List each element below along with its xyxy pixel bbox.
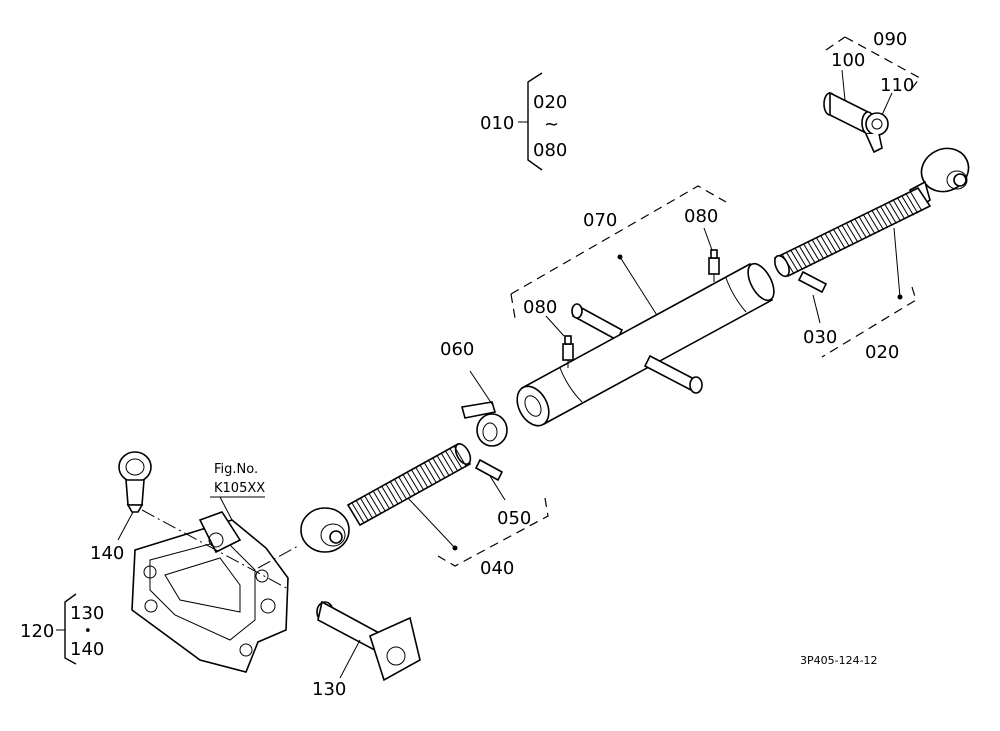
drawing-number: 3P405-124-12 <box>800 654 878 667</box>
callout-050: 050 <box>497 508 531 529</box>
dashed-group-070 <box>510 185 727 295</box>
callout-080-upper: 080 <box>684 206 718 227</box>
callout-090: 090 <box>873 29 907 50</box>
callout-080-lower: 080 <box>523 297 557 318</box>
callout-group-130: 130 <box>70 603 104 624</box>
figure-ref-line1: Fig.No. <box>214 462 258 477</box>
part-110-clip <box>865 92 893 154</box>
part-020-upper-rod-end <box>773 147 970 278</box>
dashed-group-090 <box>825 36 921 89</box>
part-060-nut <box>460 370 508 447</box>
callout-range-start-020: 020 <box>533 92 567 113</box>
part-080-grease-fitting-upper <box>703 227 720 282</box>
leader-040 <box>407 497 456 549</box>
callout-070: 070 <box>583 210 617 231</box>
figure-ref-line2: K105XX <box>214 481 265 496</box>
callout-120: 120 <box>20 621 54 642</box>
bracket-010 <box>518 72 543 171</box>
callout-060: 060 <box>440 339 474 360</box>
callout-020: 020 <box>865 342 899 363</box>
part-080-grease-fitting-lower <box>545 315 574 368</box>
callout-group-140: 140 <box>70 639 104 660</box>
callout-100: 100 <box>831 50 865 71</box>
callout-range-end-080: 080 <box>533 140 567 161</box>
callout-range-separator: ~ <box>544 114 559 135</box>
callout-030: 030 <box>803 327 837 348</box>
part-140-lynch-pin <box>117 451 152 541</box>
part-130-clevis-pin <box>316 600 421 682</box>
callout-130: 130 <box>312 679 346 700</box>
part-030-pin <box>797 270 828 324</box>
mounting-bracket <box>131 511 289 673</box>
callout-110: 110 <box>880 75 914 96</box>
bracket-120 <box>56 593 77 665</box>
callout-040: 040 <box>480 558 514 579</box>
leader-020 <box>893 227 901 298</box>
callout-140: 140 <box>90 543 124 564</box>
dashed-group-040 <box>437 497 549 567</box>
part-040-lower-rod-end <box>300 442 472 553</box>
dashed-group-020 <box>821 286 917 358</box>
part-070-tube <box>516 262 775 427</box>
callout-group-separator: • <box>84 624 92 639</box>
callout-010: 010 <box>480 113 514 134</box>
part-050-pin <box>474 458 506 501</box>
